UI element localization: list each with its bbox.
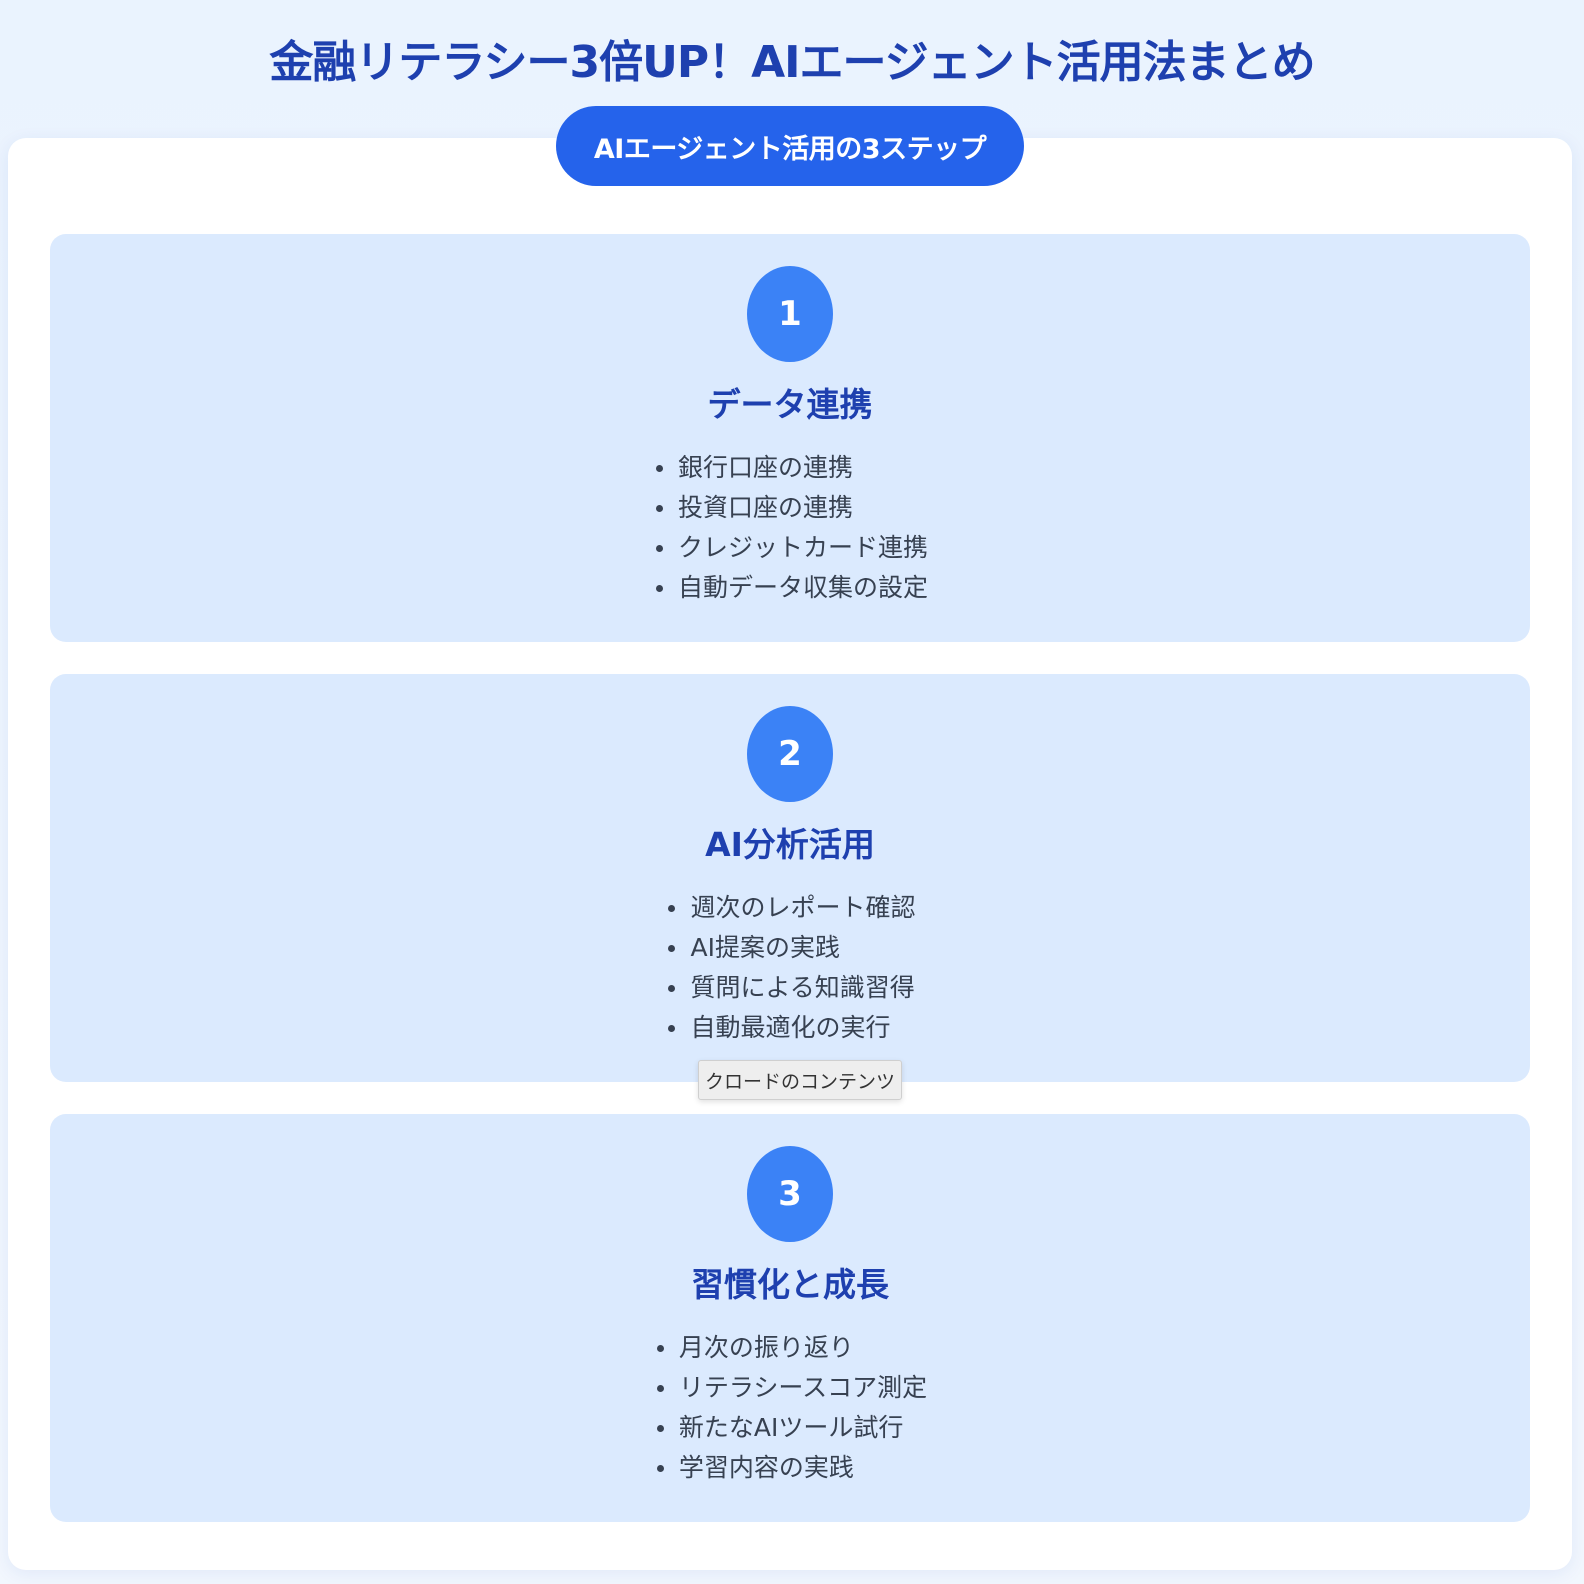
list-item: クレジットカード連携 bbox=[652, 528, 928, 568]
tooltip: クロードのコンテンツ bbox=[698, 1060, 902, 1100]
step-number-badge: 2 bbox=[747, 706, 833, 802]
step-title: データ連携 bbox=[707, 385, 873, 424]
step-title: 習慣化と成長 bbox=[691, 1265, 889, 1304]
step-card-3: 3 習慣化と成長 月次の振り返り リテラシースコア測定 新たなAIツール試行 学… bbox=[50, 1114, 1530, 1522]
list-item: AI提案の実践 bbox=[664, 928, 915, 968]
page-title: 金融リテラシー3倍UP！AIエージェント活用法まとめ bbox=[269, 37, 1315, 88]
list-item: 月次の振り返り bbox=[653, 1328, 927, 1368]
list-item: 学習内容の実践 bbox=[653, 1448, 927, 1488]
list-item: 自動データ収集の設定 bbox=[652, 568, 928, 608]
section-header-pill: AIエージェント活用の3ステップ bbox=[556, 106, 1024, 186]
list-item: 週次のレポート確認 bbox=[664, 888, 916, 928]
step-item-list: 月次の振り返り リテラシースコア測定 新たなAIツール試行 学習内容の実践 bbox=[50, 1328, 1530, 1488]
list-item: 質問による知識習得 bbox=[664, 968, 915, 1008]
list-item: リテラシースコア測定 bbox=[653, 1368, 927, 1408]
list-item: 自動最適化の実行 bbox=[664, 1008, 915, 1048]
tooltip-text: クロードのコンテンツ bbox=[704, 1070, 895, 1093]
list-item: 銀行口座の連携 bbox=[652, 448, 928, 488]
list-item: 投資口座の連携 bbox=[652, 488, 928, 528]
section-header-label: AIエージェント活用の3ステップ bbox=[593, 133, 987, 165]
step-card-1: 1 データ連携 銀行口座の連携 投資口座の連携 クレジットカード連携 自動データ… bbox=[50, 234, 1530, 642]
list-item: 新たなAIツール試行 bbox=[653, 1408, 927, 1448]
step-item-list: 週次のレポート確認 AI提案の実践 質問による知識習得 自動最適化の実行 bbox=[50, 888, 1530, 1048]
step-title: AI分析活用 bbox=[705, 825, 875, 864]
step-card-2: 2 AI分析活用 週次のレポート確認 AI提案の実践 質問による知識習得 自動最… bbox=[50, 674, 1530, 1082]
step-item-list: 銀行口座の連携 投資口座の連携 クレジットカード連携 自動データ収集の設定 bbox=[50, 448, 1530, 608]
step-number-badge: 1 bbox=[747, 266, 833, 362]
step-number-badge: 3 bbox=[747, 1146, 833, 1242]
